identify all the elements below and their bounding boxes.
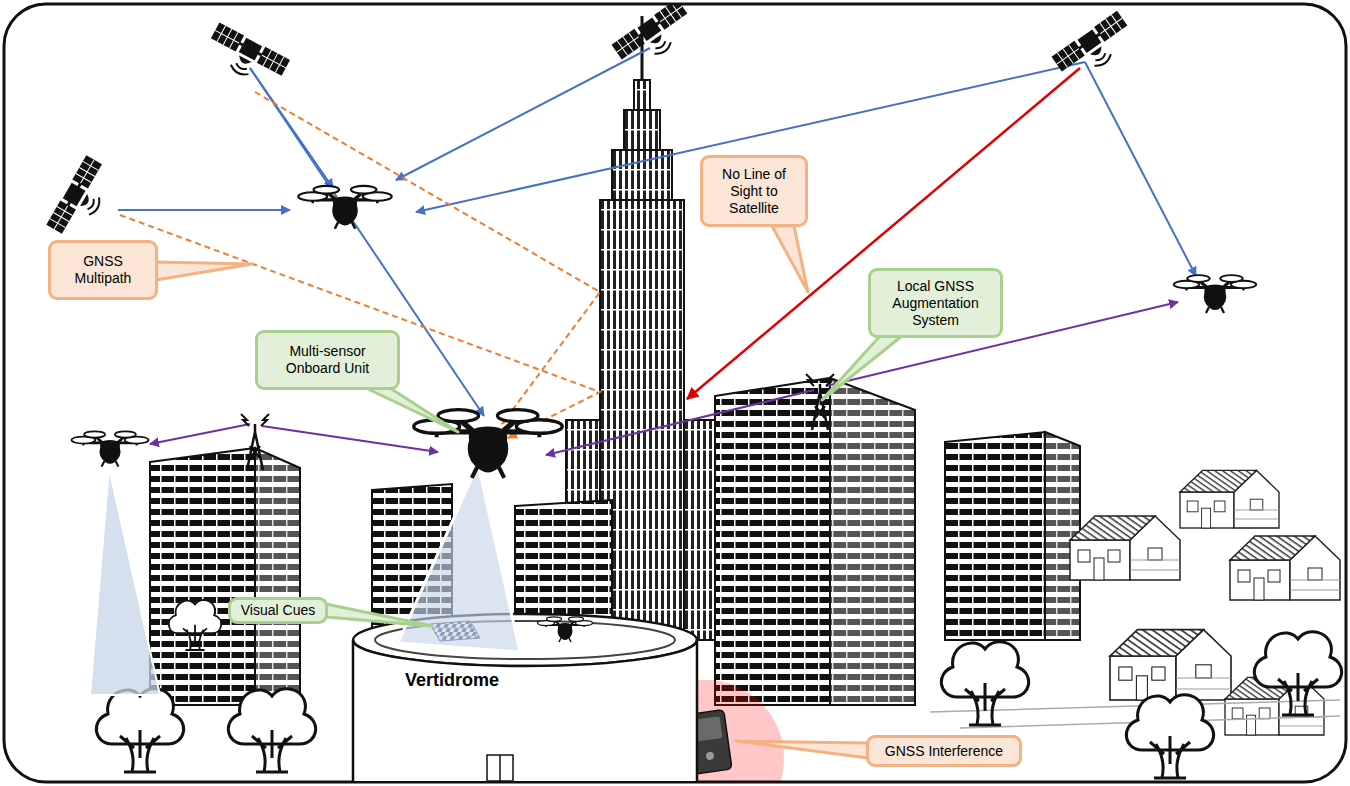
camera-cones [90,464,520,695]
frame [4,4,1346,782]
solution-callout: Local GNSS Augmentation System [868,268,1003,338]
callout-text: No Line of Sight to Satellite [711,166,797,217]
drones [72,186,1257,478]
satellites [46,4,1137,243]
solution-callout: Visual Cues [228,597,328,624]
office-building [715,378,915,705]
callout-text: Local GNSS Augmentation System [879,278,992,329]
callout-text: GNSS Multipath [59,253,147,287]
callout-text: GNSS Interference [885,743,1003,760]
building-outline-stroke [353,640,697,781]
vertidrome-building: Vertidrome [353,614,697,781]
door-split [499,755,501,781]
solution-callout: Multi-sensor Onboard Unit [255,330,400,390]
callout-text: Visual Cues [241,602,315,619]
office-building [945,432,1080,640]
callout-text: Multi-sensor Onboard Unit [266,343,389,377]
door [487,755,513,781]
warning-callout: No Line of Sight to Satellite [700,155,808,227]
building-outline [353,614,697,781]
building-body [353,640,697,781]
warning-callout: GNSS Interference [866,735,1022,767]
signal-lines [118,48,1196,455]
warning-callout: GNSS Multipath [48,240,158,300]
office-building [150,448,300,705]
building-label: Vertidrome [405,669,499,691]
city-scene [46,4,1341,782]
